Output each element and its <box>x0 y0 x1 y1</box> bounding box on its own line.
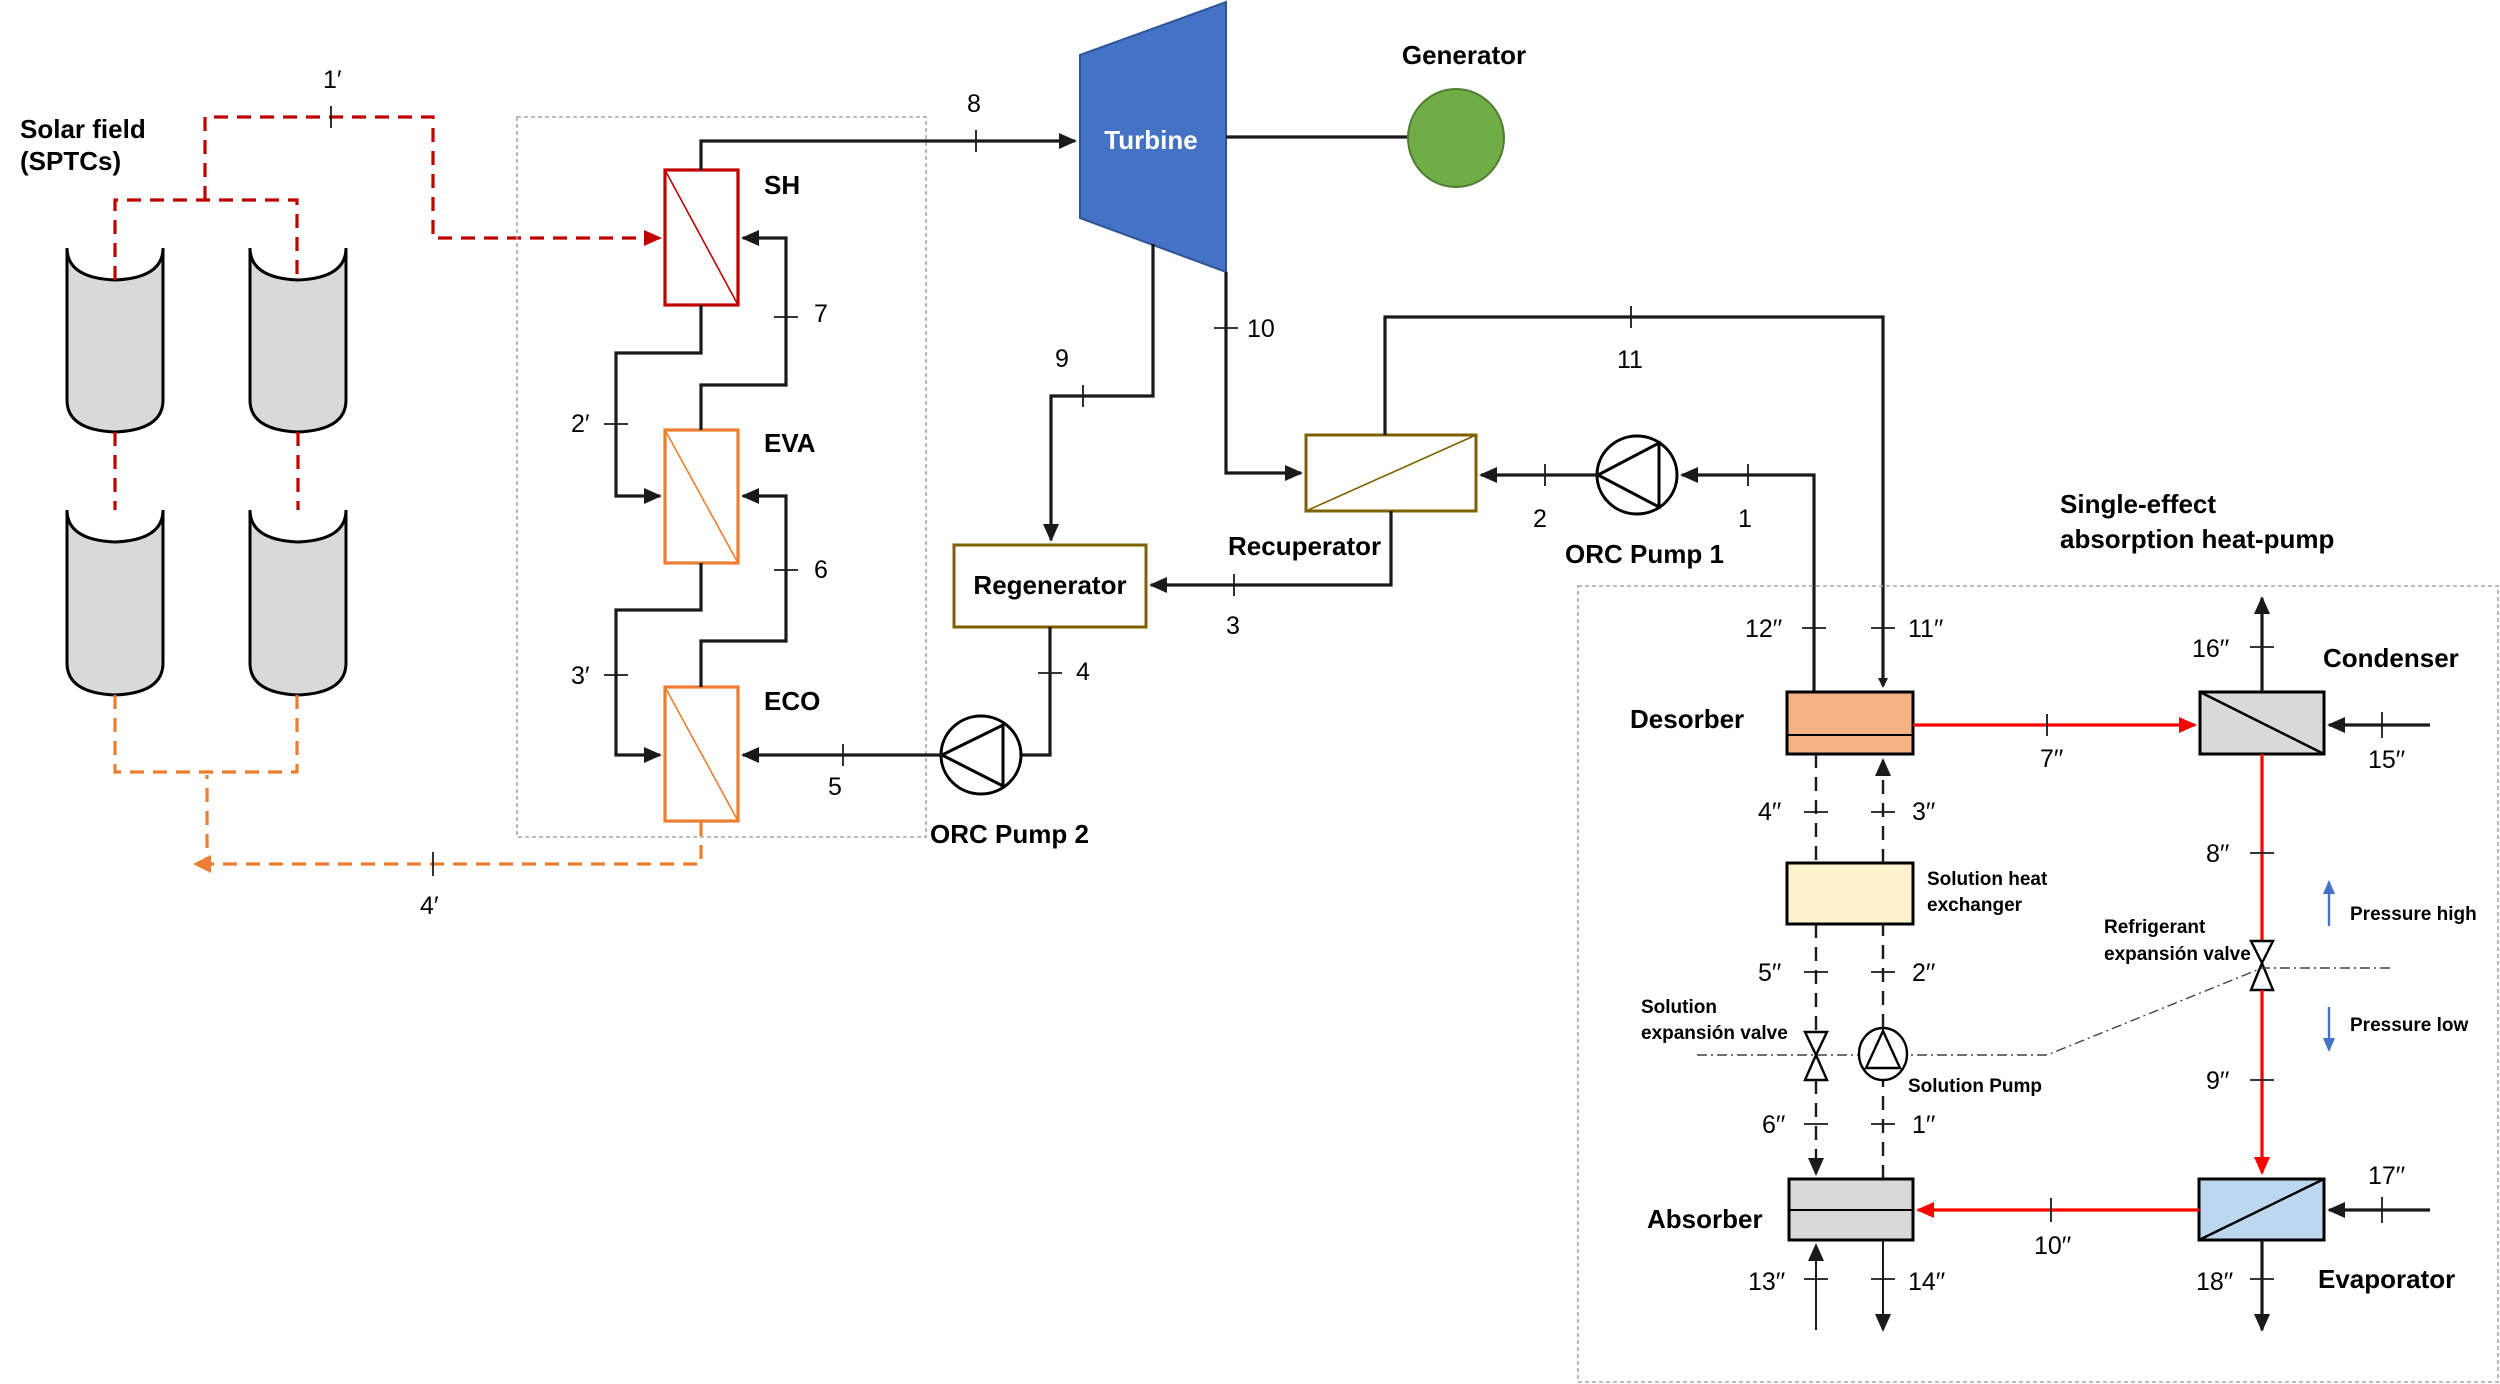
recuperator-label: Recuperator <box>1228 531 1381 561</box>
generator: Generator <box>1402 40 1526 188</box>
orc-pump-1-label: ORC Pump 1 <box>1565 539 1724 569</box>
state-2pp: 2′′ <box>1912 959 1936 987</box>
recuperator-to-desorber <box>1383 315 1888 688</box>
state-3: 3 <box>1226 612 1240 640</box>
state-9: 9 <box>1055 345 1069 373</box>
absorption-frame <box>1577 585 2499 1383</box>
state-9pp: 9′′ <box>2206 1067 2230 1095</box>
recuperator: Recuperator <box>1228 433 1478 561</box>
refrigerant-valve-sublabel: expansión valve <box>2104 944 2251 965</box>
solution-valve-label: Solution <box>1641 997 1717 1018</box>
state-10: 10 <box>1247 315 1275 343</box>
solar-collector-4 <box>248 509 348 697</box>
state-4pp: 4′′ <box>1758 798 1782 826</box>
state-8pp: 8′′ <box>2206 840 2230 868</box>
state-13pp: 13′′ <box>1748 1268 1785 1296</box>
state-15pp: 15′′ <box>2368 746 2405 774</box>
solar-collector-3 <box>65 509 165 697</box>
state-2: 2 <box>1533 505 1547 533</box>
state-4p: 4′ <box>420 892 439 920</box>
solar-cold-return <box>205 775 703 866</box>
evaporator: Evaporator <box>2197 1177 2455 1294</box>
state-1pp: 1′′ <box>1912 1111 1936 1139</box>
state-7pp: 7′′ <box>2040 745 2064 773</box>
absorption-subtitle: absorption heat-pump <box>2060 524 2334 554</box>
state-5pp: 5′′ <box>1758 959 1782 987</box>
desorber-label: Desorber <box>1630 704 1744 734</box>
solution-valve-sublabel: expansión valve <box>1641 1023 1788 1044</box>
sh-label: SH <box>764 170 800 200</box>
generator-label: Generator <box>1402 40 1526 70</box>
shx-sublabel: exchanger <box>1927 895 2023 916</box>
refrigerant-expansion-valve: Refrigerant expansión valve <box>2104 917 2275 992</box>
evaporator-label: Evaporator <box>2318 1264 2455 1294</box>
solution-heat-exchanger: Solution heat exchanger <box>1785 861 2048 926</box>
solar-field-label: Solar field <box>20 114 146 144</box>
state-1: 1 <box>1738 505 1752 533</box>
state-7: 7 <box>814 300 828 328</box>
state-3pp: 3′′ <box>1912 798 1936 826</box>
eva-to-sh-cold <box>699 230 788 430</box>
recuperator-to-regenerator <box>1149 511 1393 593</box>
solar-cold-branch <box>113 695 299 774</box>
solar-cold-arrow <box>193 855 211 873</box>
solar-collector-1 <box>65 247 165 434</box>
sh-to-eva-hot <box>614 305 703 504</box>
hrsg-frame <box>516 116 927 838</box>
absorber-label: Absorber <box>1647 1204 1763 1234</box>
state-4: 4 <box>1076 658 1090 686</box>
solar-field-sublabel: (SPTCs) <box>20 146 121 176</box>
solar-field: Solar field (SPTCs) 1′ 4′ <box>20 66 703 920</box>
pressure-low-label: Pressure low <box>2350 1015 2468 1036</box>
shx-label: Solution heat <box>1927 869 2048 890</box>
state-5: 5 <box>828 773 842 801</box>
absorber: Absorber <box>1647 1177 1915 1242</box>
solution-pump-label: Solution Pump <box>1908 1076 2042 1097</box>
economizer: ECO <box>663 685 820 823</box>
state-18pp: 18′′ <box>2196 1268 2233 1296</box>
turbine-extraction-line <box>1043 244 1155 542</box>
regenerator-label: Regenerator <box>973 570 1126 600</box>
state-3p: 3′ <box>571 662 590 690</box>
desorber-to-pump1 <box>1680 467 1816 692</box>
state-2p: 2′ <box>571 410 590 438</box>
pressure-boundary <box>1697 967 2390 1056</box>
absorption-title: Single-effect <box>2060 489 2216 519</box>
solution-pump: Solution Pump <box>1857 1026 2042 1097</box>
solution-expansion-valve: Solution expansión valve <box>1641 997 1829 1082</box>
state-14pp: 14′′ <box>1908 1268 1945 1296</box>
state-10pp: 10′′ <box>2034 1232 2071 1260</box>
eva-label: EVA <box>764 428 816 458</box>
condenser-label: Condenser <box>2323 643 2459 673</box>
state-12pp: 12′′ <box>1745 615 1782 643</box>
sh-to-turbine <box>699 133 1077 170</box>
eco-to-eva-cold <box>699 488 788 687</box>
orc-pump-2: ORC Pump 2 <box>930 714 1089 849</box>
turbine-label: Turbine <box>1104 125 1197 155</box>
desorber: Desorber <box>1630 690 1915 756</box>
state-11pp: 11′′ <box>1908 615 1944 643</box>
regenerator: Regenerator <box>952 543 1148 629</box>
state-6pp: 6′′ <box>1762 1111 1786 1139</box>
solar-hot-header <box>203 115 662 246</box>
state-6: 6 <box>814 556 828 584</box>
state-8: 8 <box>967 90 981 118</box>
state-17pp: 17′′ <box>2368 1162 2405 1190</box>
condenser: Condenser <box>2198 643 2459 756</box>
eco-label: ECO <box>764 686 820 716</box>
evaporator-hrsg: EVA <box>663 428 816 565</box>
orc-pump-2-label: ORC Pump 2 <box>930 819 1089 849</box>
solar-hot-branch-left <box>113 198 299 280</box>
orc-pump-1: ORC Pump 1 <box>1565 434 1724 569</box>
state-11: 11 <box>1617 346 1643 374</box>
state-16pp: 16′′ <box>2192 635 2229 663</box>
pressure-high-label: Pressure high <box>2350 904 2477 925</box>
state-1p: 1′ <box>323 66 342 94</box>
refrigerant-valve-label: Refrigerant <box>2104 917 2206 938</box>
solar-collector-2 <box>248 247 348 434</box>
turbine: Turbine <box>1079 0 1227 274</box>
eva-to-eco-hot <box>614 563 703 763</box>
turbine-exhaust-line <box>1224 272 1303 481</box>
